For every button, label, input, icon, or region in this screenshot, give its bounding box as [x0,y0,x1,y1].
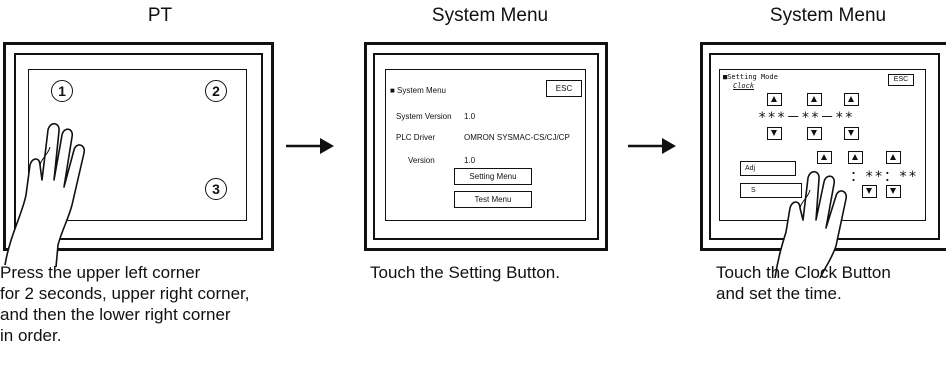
esc-button[interactable]: ESC [888,74,914,86]
panel2-title: System Menu [431,5,549,26]
day-down-button[interactable] [844,127,859,140]
esc-button[interactable]: ESC [546,80,582,97]
system-version-label: System Version [396,112,452,121]
plc-driver-label: PLC Driver [396,133,436,142]
test-menu-button[interactable]: Test Menu [454,191,532,208]
adjust-button[interactable]: Adj [740,161,796,176]
system-menu-bezel: ■ System Menu ESC System Version 1.0 PLC… [373,53,599,240]
date-display: ***－**－** [758,110,855,126]
panel1-title: PT [147,5,173,26]
panel3-caption: Touch the Clock Button and set the time. [716,263,891,303]
version-label: Version [408,156,435,165]
hand-icon [774,170,848,279]
plc-driver-value: OMRON SYSMAC-CS/CJ/CP [464,133,570,142]
system-menu-frame: ■ System Menu ESC System Version 1.0 PLC… [364,42,608,251]
set-button[interactable]: S [740,183,802,198]
arrow-right-icon [628,138,676,154]
year-up-button[interactable] [767,93,782,106]
clock-label[interactable]: Clock [733,82,755,90]
setting-mode-screen: ■Setting Mode Clock ESC ***－**－** Adj ：*… [719,69,926,221]
minute-up-button[interactable] [848,151,863,164]
hour-up-button[interactable] [817,151,832,164]
arrow-right-icon [286,138,334,154]
day-up-button[interactable] [844,93,859,106]
setting-menu-button[interactable]: Setting Menu [454,168,532,185]
system-menu-screen: ■ System Menu ESC System Version 1.0 PLC… [385,69,586,221]
year-down-button[interactable] [767,127,782,140]
second-up-button[interactable] [886,151,901,164]
month-up-button[interactable] [807,93,822,106]
system-menu-header: ■ System Menu [390,86,446,95]
second-down-button[interactable] [886,185,901,198]
time-display: ：**：** [850,169,918,185]
corner-marker-2[interactable]: 2 [205,80,227,102]
corner-marker-3[interactable]: 3 [205,178,227,200]
hand-icon [4,122,86,268]
setting-mode-header: ■Setting Mode [723,73,778,81]
minute-down-button[interactable] [862,185,877,198]
month-down-button[interactable] [807,127,822,140]
version-value: 1.0 [464,156,476,165]
corner-marker-1[interactable]: 1 [51,80,73,102]
panel2-caption: Touch the Setting Button. [370,263,560,282]
system-version-value: 1.0 [464,112,476,121]
panel3-title: System Menu [769,5,887,26]
panel1-caption: Press the upper left corner for 2 second… [0,263,250,345]
